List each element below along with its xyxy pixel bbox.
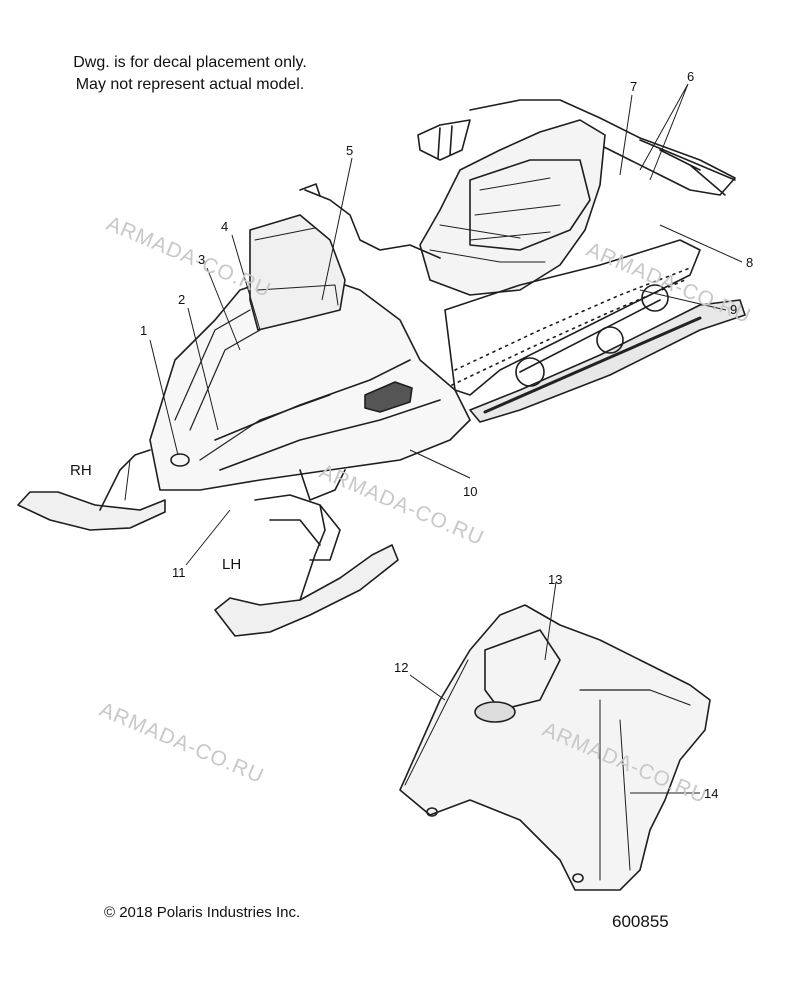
disclaimer-line-2: May not represent actual model. — [75, 76, 305, 93]
panel-port — [474, 701, 516, 723]
drawing-number: 600855 — [612, 912, 669, 931]
callout-6: 6 — [687, 69, 695, 84]
handlebar — [304, 189, 441, 259]
ski-left — [214, 544, 399, 637]
seat — [419, 119, 606, 296]
bogie-wheel — [515, 357, 545, 387]
windshield — [249, 214, 346, 331]
callout-11: 11 — [172, 565, 186, 580]
side-panel-outline — [399, 604, 711, 891]
copyright-text: © 2018 Polaris Industries Inc. — [104, 904, 301, 921]
callout-10: 10 — [463, 484, 478, 499]
running-board — [469, 299, 746, 423]
disclaimer-note: Dwg. is for decal placement only. May no… — [40, 52, 340, 96]
callout-7: 7 — [630, 79, 638, 94]
disclaimer-line-1: Dwg. is for decal placement only. — [73, 54, 307, 71]
grab-handle — [417, 119, 471, 161]
side-label-rh: RH — [70, 462, 92, 479]
front-suspension — [254, 494, 341, 561]
callout-3: 3 — [198, 252, 206, 267]
headlight — [170, 453, 190, 467]
tunnel-dotted-strip — [454, 267, 691, 371]
panel-recess — [484, 629, 561, 711]
callout-2: 2 — [178, 292, 186, 307]
leader-lines — [149, 83, 743, 794]
callout-14: 14 — [704, 786, 719, 801]
callout-9: 9 — [730, 302, 738, 317]
tunnel-side — [444, 239, 701, 396]
side-label-lh: LH — [222, 556, 242, 573]
ski-right — [17, 491, 166, 531]
callout-12: 12 — [394, 660, 409, 675]
callout-5: 5 — [346, 143, 354, 158]
callout-13: 13 — [548, 572, 563, 587]
hood-vent — [364, 381, 413, 413]
rear-rack — [469, 99, 736, 196]
callout-4: 4 — [221, 219, 229, 234]
callout-1: 1 — [140, 323, 148, 338]
callout-8: 8 — [746, 255, 754, 270]
